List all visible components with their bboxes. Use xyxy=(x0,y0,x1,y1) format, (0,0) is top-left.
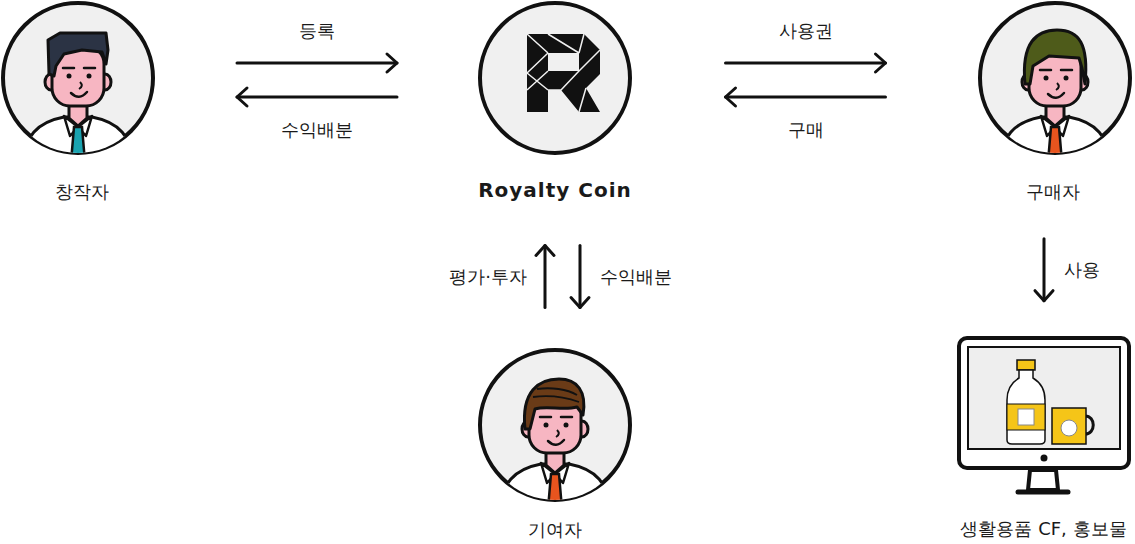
illustration-part xyxy=(959,338,1129,468)
illustration-part xyxy=(1048,127,1062,172)
illustration-part xyxy=(1052,408,1086,444)
illustration-part xyxy=(1018,409,1034,425)
illustration-part xyxy=(71,92,87,97)
arrow-head xyxy=(536,246,554,256)
illustration-part xyxy=(527,34,600,112)
edge-label: 구매 xyxy=(786,118,826,141)
illustration-part xyxy=(1017,360,1035,370)
illustration-part xyxy=(1044,76,1049,81)
illustration-part xyxy=(480,3,630,153)
edge-label: 평가·투자 xyxy=(447,265,529,288)
illustration-part xyxy=(548,474,562,519)
node-label-line: Royalty Coin xyxy=(474,177,636,203)
node-label-line: 창작자 xyxy=(4,180,160,203)
illustration-part xyxy=(1064,76,1069,81)
illustration-part xyxy=(1061,420,1077,436)
illustration-part xyxy=(67,74,72,79)
arrow-head xyxy=(237,88,247,106)
illustration-part xyxy=(1007,370,1045,444)
buyer-figure xyxy=(980,3,1130,172)
illustration-part xyxy=(548,440,564,445)
node-label-line: 구매자 xyxy=(975,180,1131,203)
illustration-part xyxy=(1024,30,1085,84)
arrow-head xyxy=(876,54,886,72)
node-label: 생활용품 CF, 홍보물 xyxy=(960,517,1126,540)
illustration-part xyxy=(48,33,108,76)
illustration-part xyxy=(556,430,559,437)
connector-line xyxy=(237,62,397,65)
illustration-part xyxy=(1018,490,1068,495)
illustration-part xyxy=(1028,470,1058,490)
node-label: 기여자 xyxy=(528,518,582,541)
edge-label: 사용 xyxy=(1062,258,1102,281)
illustration-part xyxy=(544,423,549,428)
connector-line xyxy=(726,96,886,99)
edge-label: 사용권 xyxy=(777,19,835,42)
illustration-part xyxy=(527,34,600,112)
contributor-figure xyxy=(480,350,630,519)
connector-line xyxy=(579,246,582,308)
illustration-part xyxy=(1040,69,1072,72)
arrow-head xyxy=(1035,291,1053,301)
media-node: 생활용품 CF, 홍보물 xyxy=(956,336,1131,540)
illustration-part xyxy=(1041,455,1048,462)
illustration-part xyxy=(500,379,610,519)
illustration-part xyxy=(524,379,583,429)
edge-label: 수익배분 xyxy=(279,118,355,141)
creator-node: 창작자 xyxy=(4,3,160,203)
illustration-part xyxy=(968,347,1120,449)
edge-label: 수익배분 xyxy=(598,265,674,288)
node-label-line: 기여자 xyxy=(477,518,633,541)
connector-line xyxy=(237,96,397,99)
illustration-part xyxy=(1007,404,1045,430)
node-label-line: 생활용품 CF, 홍보물 xyxy=(956,517,1131,540)
monitor-illustration xyxy=(959,338,1129,492)
contributor-node: 기여자 xyxy=(477,350,633,541)
illustration-part xyxy=(23,33,133,172)
buyer-node: 구매자 xyxy=(975,3,1131,203)
illustration-part xyxy=(1056,83,1059,90)
royalty-coin-logo xyxy=(480,3,630,153)
illustration-part xyxy=(533,388,579,402)
illustration-part xyxy=(71,127,85,172)
creator-figure xyxy=(3,3,153,172)
node-label: 구매자 xyxy=(1026,180,1080,203)
illustration-part xyxy=(540,416,572,419)
illustration-part xyxy=(63,67,95,70)
illustration-part xyxy=(1000,30,1110,172)
royalty-coin-node: Royalty Coin xyxy=(474,3,636,203)
illustration-part xyxy=(1048,93,1064,98)
illustration-part xyxy=(87,74,92,79)
arrow-head xyxy=(571,298,589,308)
node-label: Royalty Coin xyxy=(478,177,632,203)
connector-line xyxy=(544,246,547,308)
illustration-part xyxy=(564,423,569,428)
arrow-head xyxy=(726,88,736,106)
node-label: 창작자 xyxy=(55,180,109,203)
arrow-head xyxy=(387,54,397,72)
edge-label: 등록 xyxy=(297,19,337,42)
illustration-part xyxy=(79,82,82,89)
connector-line xyxy=(1043,239,1046,301)
connector-line xyxy=(726,62,886,65)
